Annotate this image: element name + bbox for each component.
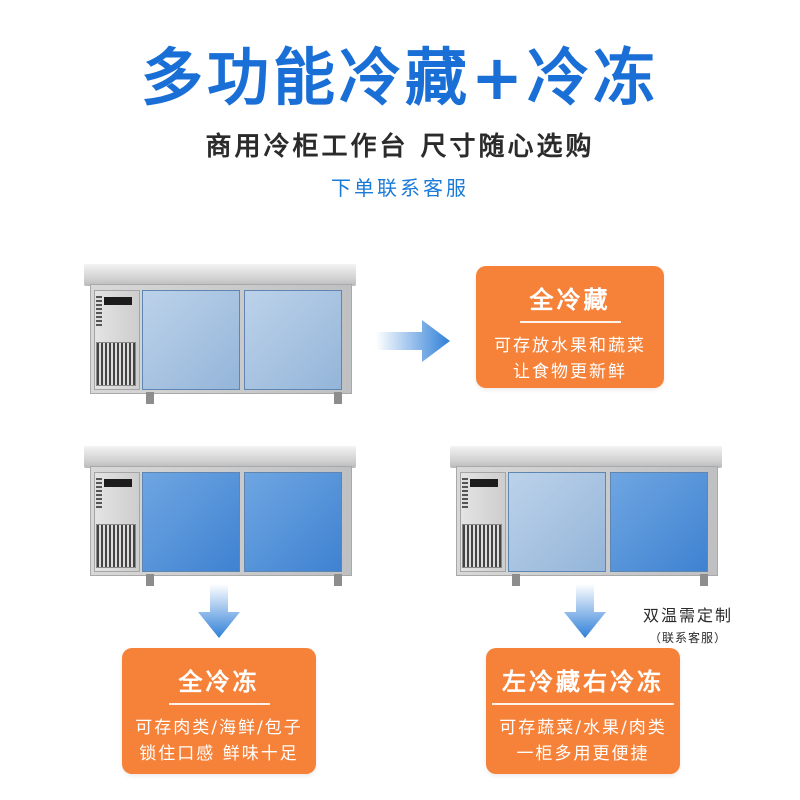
dual-temp-custom-note: 双温需定制 （联系客服） xyxy=(628,602,748,646)
page-title: 多功能冷藏+冷冻 xyxy=(141,41,659,114)
card-line: 可存放水果和蔬菜 xyxy=(494,336,646,356)
card-title: 全冷冻 xyxy=(168,662,270,705)
card-all-chill: 全冷藏 可存放水果和蔬菜 让食物更新鲜 xyxy=(476,266,664,388)
card-line: 可存肉类/海鲜/包子 xyxy=(135,718,303,738)
fridge-dual-temp-icon xyxy=(450,446,722,596)
page-subtitle: 商用冷柜工作台 尺寸随心选购 xyxy=(205,132,595,162)
custom-note-sub: （联系客服） xyxy=(648,631,727,645)
arrow-right-icon xyxy=(376,320,450,362)
custom-note-text: 双温需定制 xyxy=(642,606,733,625)
card-line: 可存蔬菜/水果/肉类 xyxy=(499,718,667,738)
card-dual-temp: 左冷藏右冷冻 可存蔬菜/水果/肉类 一柜多用更便捷 xyxy=(486,648,680,774)
arrow-down-icon xyxy=(564,584,606,638)
card-line: 一柜多用更便捷 xyxy=(516,744,650,764)
fridge-all-chill-icon xyxy=(84,264,356,414)
card-title: 全冷藏 xyxy=(519,280,621,323)
card-all-freeze: 全冷冻 可存肉类/海鲜/包子 锁住口感 鲜味十足 xyxy=(122,648,316,774)
arrow-down-icon xyxy=(198,584,240,638)
card-title: 左冷藏右冷冻 xyxy=(492,662,674,705)
order-note: 下单联系客服 xyxy=(331,176,469,200)
card-line: 让食物更新鲜 xyxy=(513,362,627,382)
fridge-all-freeze-icon xyxy=(84,446,356,596)
card-line: 锁住口感 鲜味十足 xyxy=(139,744,299,764)
